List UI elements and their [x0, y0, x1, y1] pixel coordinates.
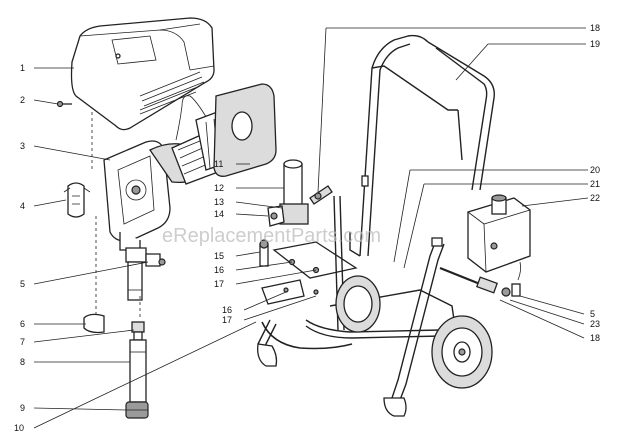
callout-9: 9	[20, 403, 25, 413]
mounting-clamp	[63, 182, 91, 218]
callout-6: 6	[20, 319, 25, 329]
motor	[195, 83, 277, 177]
pressure-hose	[439, 261, 522, 297]
watermark: eReplacementParts.com	[162, 225, 381, 247]
callout-13: 13	[214, 197, 224, 207]
callout-23: 23	[590, 319, 600, 329]
callout-3: 3	[20, 141, 25, 151]
callout-20: 20	[590, 165, 600, 175]
hose-fitting-top	[309, 185, 333, 205]
seal-fitting	[131, 321, 145, 341]
fluid-hose	[261, 321, 353, 350]
callout-16-upper: 16	[214, 265, 224, 275]
wheel-right	[431, 315, 493, 389]
motor-wire	[175, 95, 209, 141]
prime-valve	[259, 239, 269, 267]
callout-7: 7	[20, 337, 25, 347]
callout-17-lower: 17	[222, 315, 232, 325]
callout-19: 19	[590, 39, 600, 49]
leader-lines	[33, 27, 589, 429]
callout-5-left: 5	[20, 279, 25, 289]
foot-valve	[125, 401, 149, 419]
callout-5-right: 5	[590, 309, 595, 319]
callout-18-top: 18	[590, 23, 600, 33]
callout-12: 12	[214, 183, 224, 193]
callout-labels: 1 2 3 4 5 6 7 8 9 10 11 12 13 14 15 16 1…	[14, 23, 600, 433]
callout-18-bottom: 18	[590, 333, 600, 343]
callout-17-upper: 17	[214, 279, 224, 289]
callout-14: 14	[214, 209, 224, 219]
pump-cylinder	[129, 339, 147, 403]
clamp-ring	[83, 313, 105, 334]
callout-22: 22	[590, 193, 600, 203]
frame-feet	[257, 343, 407, 417]
filter-manifold	[267, 159, 309, 227]
motor-cover	[70, 17, 215, 131]
callout-16-lower: 16	[222, 305, 232, 315]
callout-15: 15	[214, 251, 224, 261]
callout-11: 11	[214, 159, 223, 169]
callout-4: 4	[20, 201, 25, 211]
fluid-section	[125, 247, 166, 301]
callout-21: 21	[590, 179, 600, 189]
screw	[56, 100, 72, 108]
callout-10: 10	[14, 423, 24, 433]
wheel-left	[335, 275, 381, 333]
pressure-control	[467, 194, 531, 273]
callout-8: 8	[20, 357, 25, 367]
callout-2: 2	[20, 95, 25, 105]
callout-1: 1	[20, 63, 25, 73]
